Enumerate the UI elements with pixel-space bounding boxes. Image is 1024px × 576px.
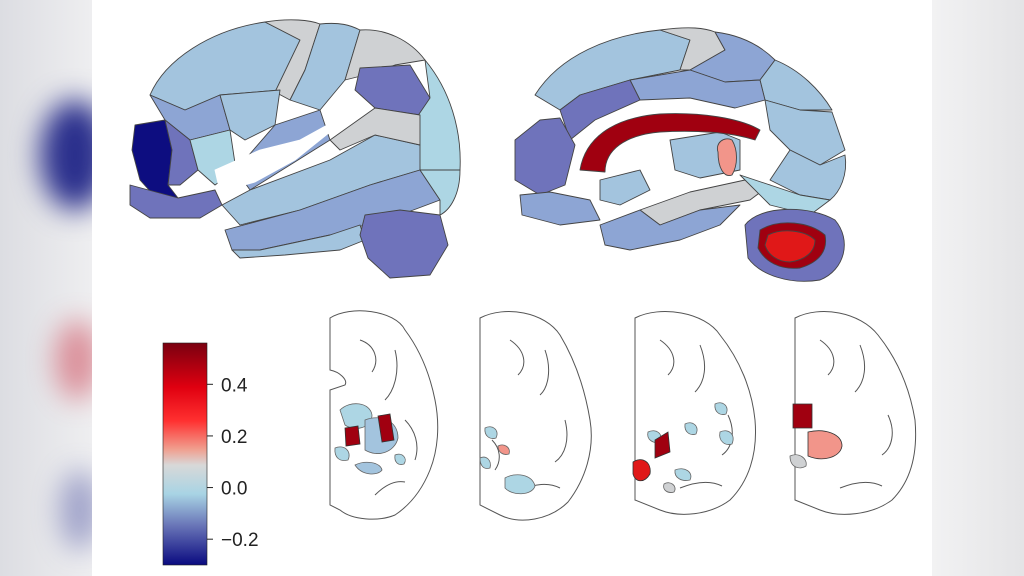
- region-medial-corpus-callosum: [579, 113, 761, 173]
- slice-1-region-e: [334, 446, 350, 461]
- slice-2-region-a: [484, 426, 498, 439]
- slice-1-region-f: [354, 461, 383, 475]
- region-medial-cerebellum-core: [764, 230, 816, 263]
- coronal-slice-2: [479, 311, 592, 521]
- lateral-sylvian-fissure: [214, 117, 341, 193]
- coronal-slice-4: [789, 311, 917, 515]
- colorbar-ticks: 0.4 0.2 0.0 −0.2: [207, 375, 259, 551]
- slice-2-region-c: [479, 456, 491, 469]
- slice-2-region-d: [504, 474, 536, 495]
- colorbar: 0.4 0.2 0.0 −0.2: [162, 342, 259, 566]
- colorbar-tick-label: 0.0: [221, 479, 247, 500]
- lateral-brain-view: [129, 19, 461, 279]
- region-lateral-temporal-pole: [359, 209, 449, 279]
- slice-2-region-b: [497, 444, 510, 455]
- slice-3-region-e: [654, 431, 671, 459]
- region-medial-superior-frontal: [534, 29, 691, 111]
- slice-2-sulcus: [491, 339, 568, 491]
- slice-3-outline: [634, 311, 757, 515]
- region-medial-entorhinal: [599, 204, 741, 251]
- region-lateral-lateral-orbitofrontal: [129, 184, 223, 219]
- region-lateral-postcentral: [289, 22, 361, 111]
- region-lateral-caudal-middle-frontal: [219, 89, 281, 141]
- region-medial-hippocampus-band: [599, 169, 651, 206]
- slice-3-region-c: [719, 430, 734, 445]
- colorbar-rect: [162, 342, 208, 566]
- slice-1-region-c: [344, 425, 361, 447]
- slice-1-region-d: [377, 413, 395, 443]
- coronal-slice-1: [329, 310, 439, 520]
- blurred-backdrop-right: [932, 0, 1024, 576]
- blurred-backdrop-left: [0, 0, 92, 576]
- slice-4-outline: [794, 311, 917, 515]
- region-lateral-inferior-parietal: [414, 59, 461, 171]
- slice-1-sulcus: [359, 339, 418, 496]
- region-medial-paracentral: [659, 27, 726, 71]
- slice-4-sulcus: [819, 339, 893, 489]
- slice-4-region-c: [789, 454, 807, 469]
- colorbar-tick-label: 0.2: [221, 427, 247, 448]
- region-lateral-superior-temporal: [221, 134, 421, 226]
- slice-3-region-h: [663, 482, 676, 493]
- region-lateral-supramarginal: [354, 64, 431, 116]
- coronal-slice-3: [632, 311, 757, 515]
- slice-2-outline: [479, 311, 592, 521]
- region-medial-frontal-pole: [519, 191, 601, 226]
- slice-1-region-g: [394, 453, 406, 465]
- colorbar-tick-label: 0.4: [221, 375, 248, 396]
- region-lateral-banks-sts: [329, 107, 421, 151]
- slice-4-region-b: [807, 430, 843, 460]
- slice-3-region-a: [714, 402, 728, 415]
- region-medial-isthmus-cingulate: [764, 99, 846, 166]
- slice-3-region-b: [684, 422, 698, 435]
- colorbar-tick-label: −0.2: [221, 530, 259, 551]
- slice-4-region-a: [792, 403, 813, 429]
- medial-brain-view: [514, 27, 847, 282]
- region-medial-caudate: [716, 138, 737, 176]
- slice-3-region-f: [632, 459, 651, 482]
- region-medial-fusiform: [739, 174, 831, 216]
- slice-3-region-g: [674, 468, 692, 481]
- region-medial-medial-orbitofrontal: [514, 117, 576, 196]
- region-lateral-precentral: [264, 19, 321, 101]
- slice-3-sulcus: [659, 339, 733, 489]
